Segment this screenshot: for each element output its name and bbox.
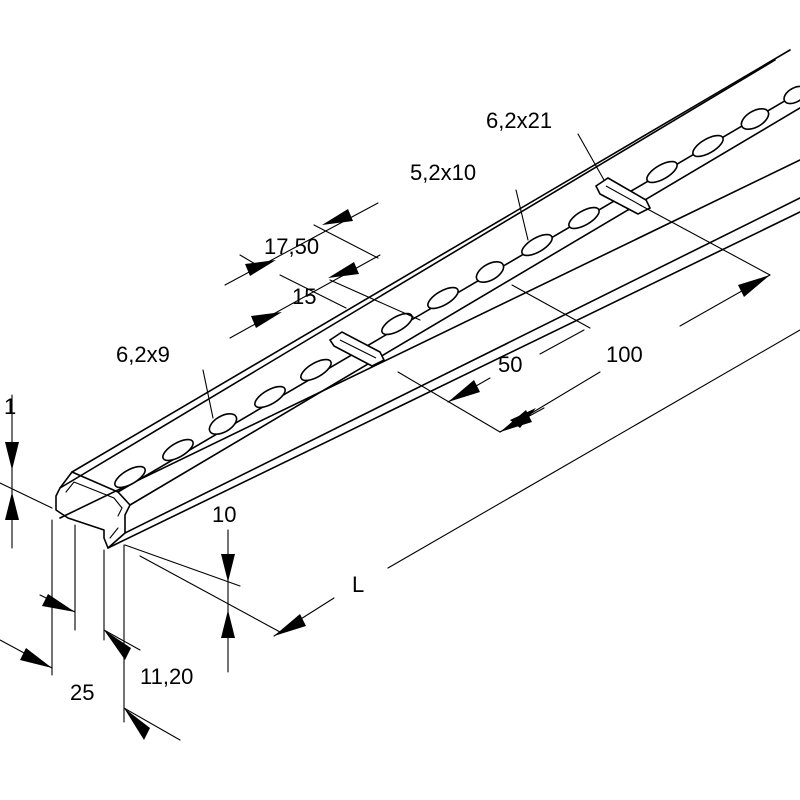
slot xyxy=(740,107,770,131)
label-height: 10 xyxy=(212,502,236,527)
slot xyxy=(114,465,146,489)
label-slot-b: 5,2x10 xyxy=(410,160,476,185)
label-slot-a: 6,2x9 xyxy=(116,342,170,367)
slot xyxy=(162,438,194,462)
dimension-labels: 1 25 11,20 10 L 6,2x9 5,2x10 6,2x21 17,5… xyxy=(4,108,643,705)
label-length: L xyxy=(352,572,364,597)
slot xyxy=(568,206,600,230)
slot-row xyxy=(114,85,800,489)
slot xyxy=(427,286,459,310)
label-pitch-a: 17,50 xyxy=(264,234,319,259)
label-width: 25 xyxy=(70,680,94,705)
label-pitch-c: 50 xyxy=(498,352,522,377)
label-inner-width: 11,20 xyxy=(140,664,193,689)
long-slot xyxy=(594,177,652,215)
rail-profile xyxy=(55,49,800,549)
slot xyxy=(381,312,413,336)
label-slot-c: 6,2x21 xyxy=(486,108,552,133)
slot xyxy=(475,260,505,284)
label-pitch-d: 100 xyxy=(606,342,643,367)
dimension-lines xyxy=(0,133,800,741)
slot xyxy=(692,134,724,158)
slot xyxy=(646,160,678,184)
slot xyxy=(783,85,800,105)
label-thickness: 1 xyxy=(4,394,16,419)
slot xyxy=(521,233,553,257)
slot xyxy=(254,385,286,409)
label-pitch-b: 15 xyxy=(292,284,316,309)
slot xyxy=(300,358,332,382)
long-slot xyxy=(328,331,386,367)
slot xyxy=(208,412,238,436)
